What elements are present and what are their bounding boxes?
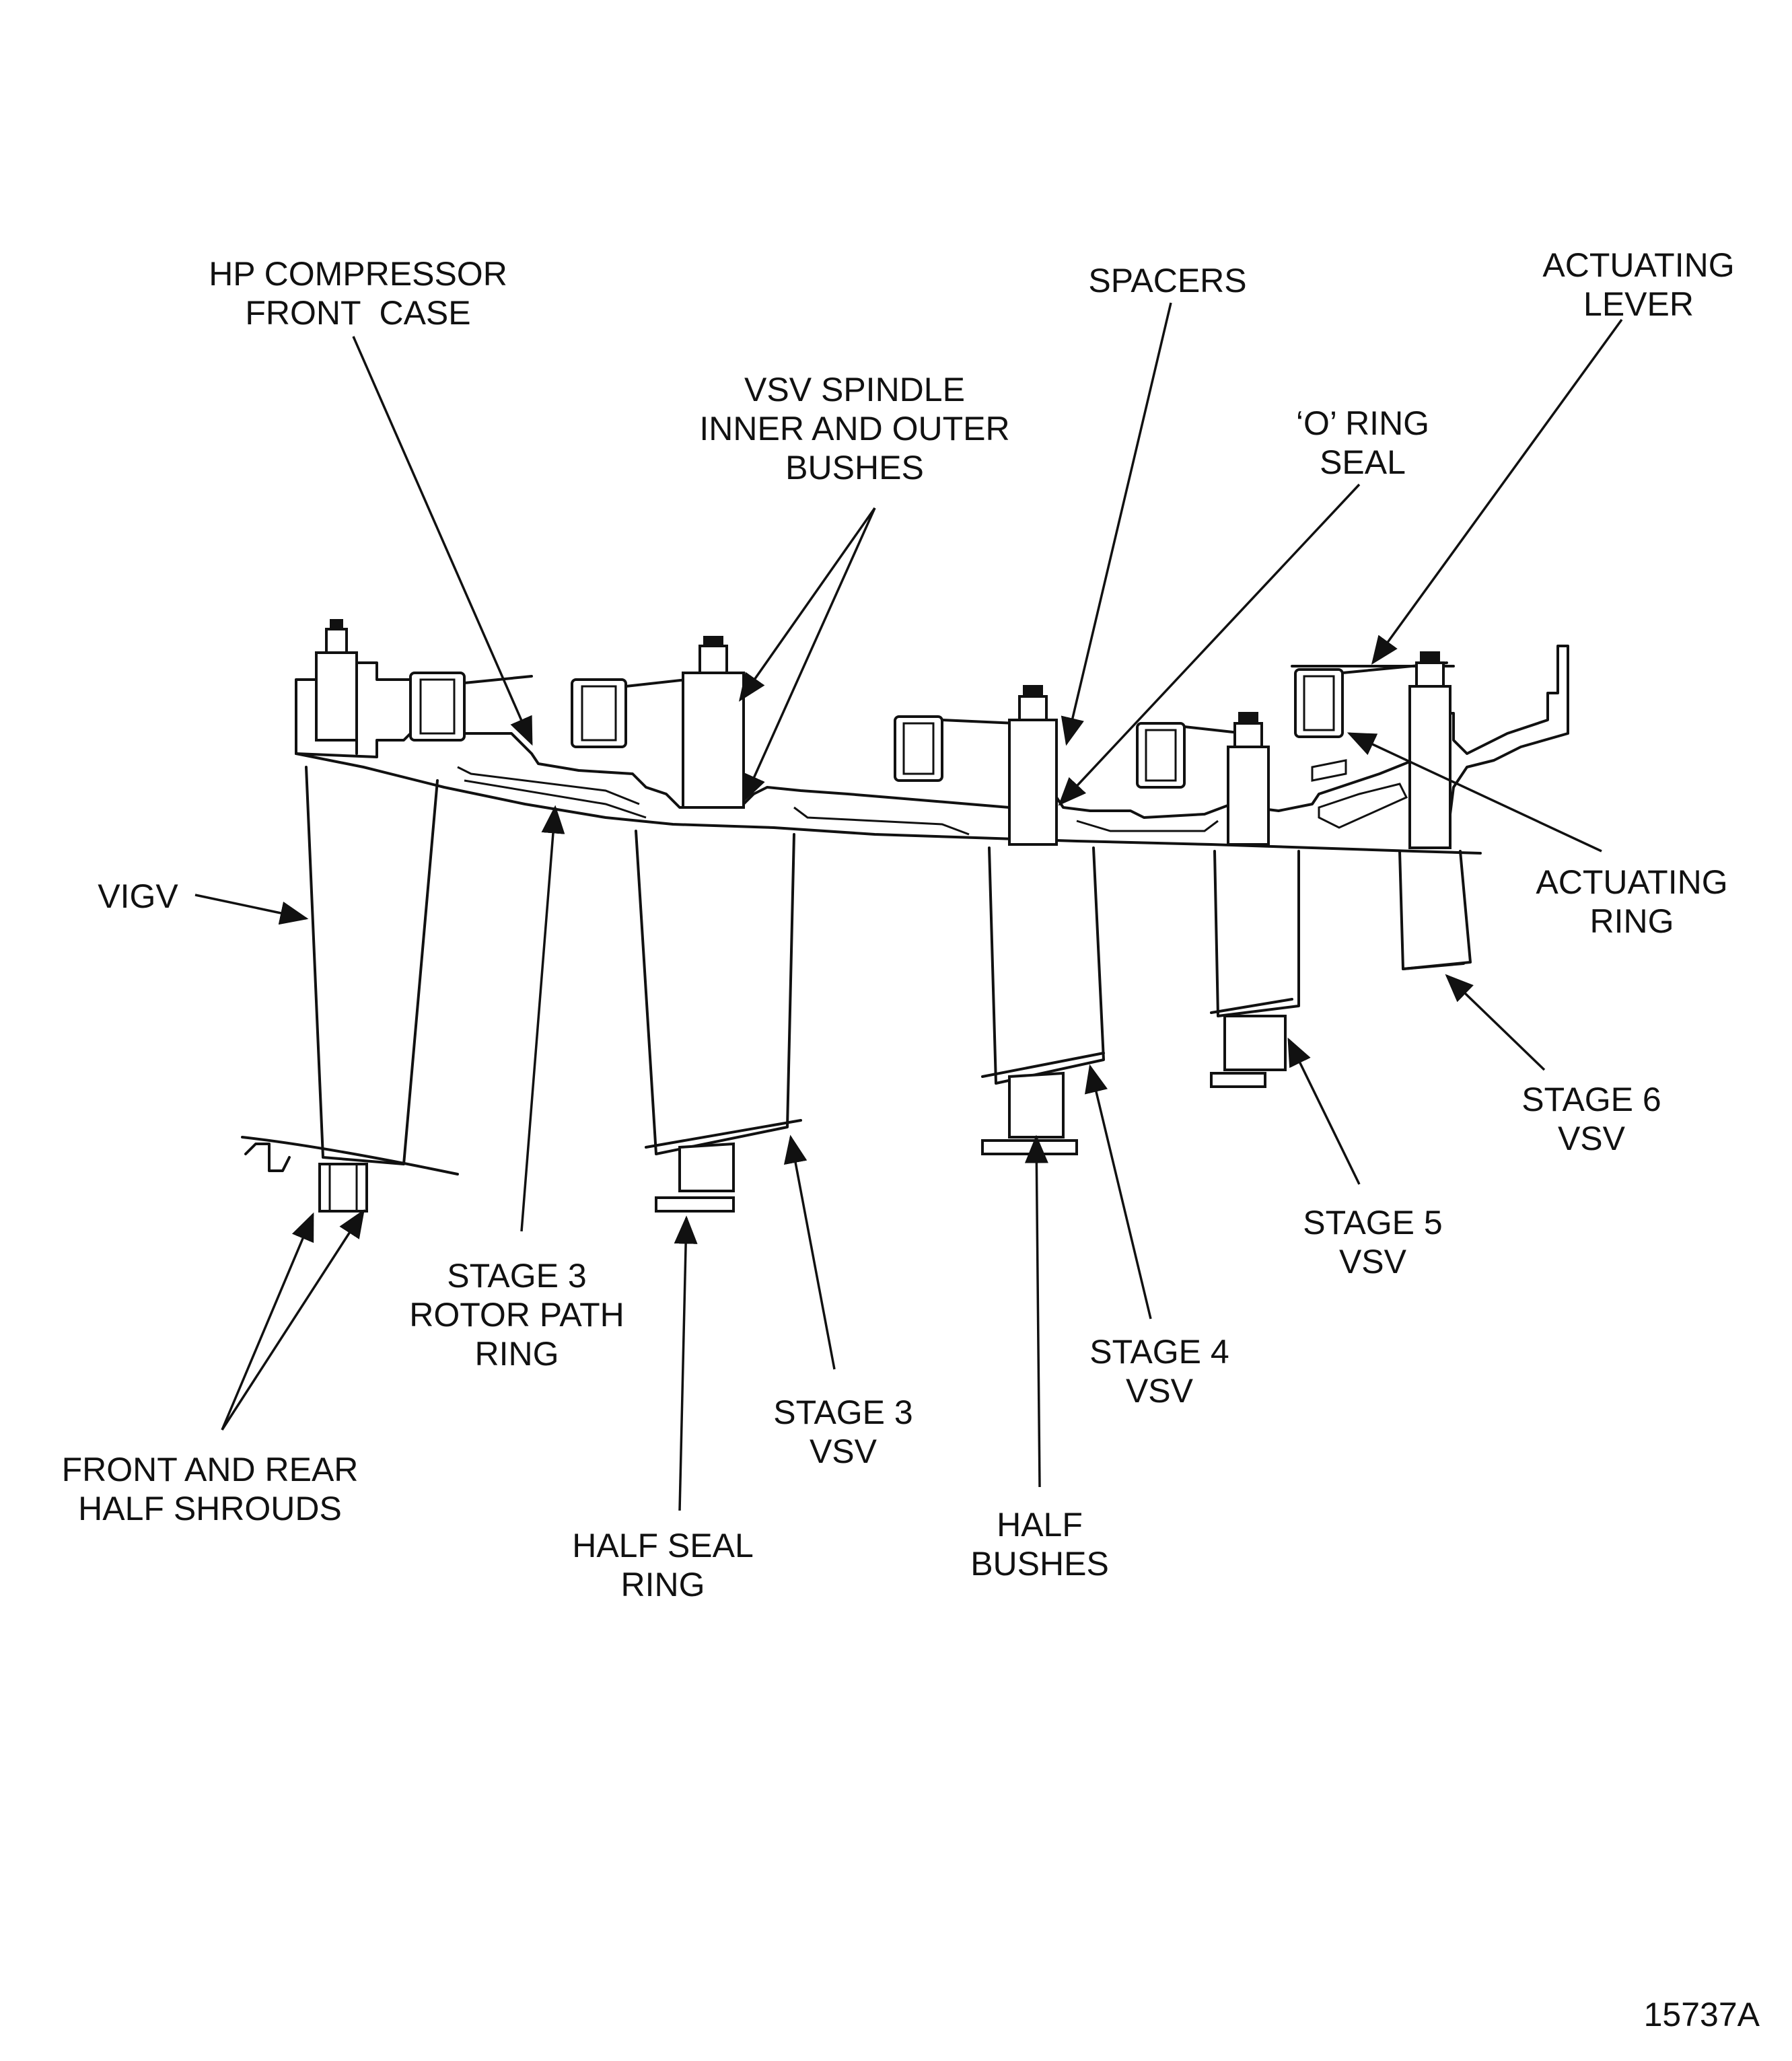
vane-stages (241, 766, 1472, 1213)
leader-half-bushes (1024, 1134, 1048, 1488)
vsv-spindles (315, 619, 1451, 849)
actuating-rings (355, 661, 1455, 789)
label-o-ring-seal: ‘O’ RING SEAL (1295, 404, 1430, 481)
label-stage-3-vsv: STAGE 3 VSV (773, 1394, 913, 1470)
figure-number: 15737A (1643, 1996, 1760, 2033)
label-vsv-spindle-bushes: VSV SPINDLE INNER AND OUTER BUSHES (699, 371, 1010, 486)
leader-stage-5 (1287, 1037, 1361, 1185)
leader-lines (194, 302, 1623, 1511)
label-stage-5-vsv: STAGE 5 VSV (1303, 1204, 1443, 1280)
label-front-and-rear-half-shrouds: FRONT AND REAR HALF SHROUDS (61, 1451, 359, 1527)
label-hp-compressor-front-case: HP COMPRESSOR FRONT CASE (209, 255, 507, 332)
label-half-bushes: HALF BUSHES (970, 1506, 1109, 1583)
label-stage-4-vsv: STAGE 4 VSV (1089, 1333, 1229, 1410)
leader-half-seal-ring (674, 1215, 698, 1511)
label-actuating-ring: ACTUATING RING (1536, 863, 1728, 940)
label-stage-3-rotor-path-ring: STAGE 3 ROTOR PATH RING (409, 1257, 624, 1373)
leader-vsv-bushes-inner (742, 507, 876, 803)
leader-hp-case (352, 336, 533, 746)
leader-vsv-bushes-outer (738, 507, 876, 702)
label-actuating-lever: ACTUATING LEVER (1542, 246, 1735, 323)
hp-compressor-casing (295, 645, 1569, 855)
leader-actuating-lever (1371, 318, 1623, 665)
leader-shroud-front (221, 1212, 314, 1431)
leader-actuating-ring (1347, 732, 1602, 853)
leader-spacers (1061, 302, 1172, 746)
leader-stage-6 (1445, 974, 1546, 1071)
label-stage-6-vsv: STAGE 6 VSV (1521, 1081, 1661, 1157)
leader-stage-4 (1084, 1064, 1152, 1319)
leader-rotor-path-ring (520, 805, 565, 1232)
label-half-seal-ring: HALF SEAL RING (572, 1527, 754, 1603)
label-vigv: VIGV (98, 877, 178, 915)
label-spacers: SPACERS (1088, 262, 1247, 299)
leader-vigv (194, 894, 309, 925)
leader-o-ring (1058, 483, 1361, 806)
leader-stage-3 (783, 1134, 836, 1370)
leader-shroud-rear (221, 1209, 365, 1431)
